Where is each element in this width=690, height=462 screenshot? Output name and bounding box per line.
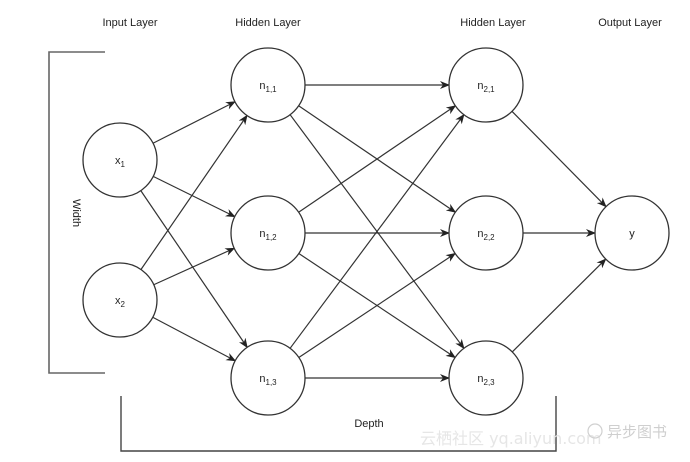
depth-label: Depth [354,418,383,430]
depth-bracket [120,396,557,452]
node-circle [448,340,524,416]
edge-n13-to-n21 [289,113,465,349]
watermark-brand: 异步图书 [587,423,667,441]
node-n12: n1,2 [230,195,306,271]
node-label-subscript: 2,1 [484,85,496,94]
width-bracket [48,51,105,374]
layer-title-output: Output Layer [598,17,662,29]
width-label: Width [70,199,82,227]
edge-x2-to-n12 [153,247,236,286]
node-label-subscript: 1,3 [266,378,278,387]
node-n13: n1,3 [230,340,306,416]
node-label-base: n [477,80,483,92]
edge-n12-to-n21 [298,105,457,213]
node-n23: n2,3 [448,340,524,416]
node-label: x1 [115,155,126,169]
node-label-base: n [259,228,265,240]
node-label: x2 [115,295,126,309]
node-label-subscript: 1,1 [266,85,278,94]
edge-x1-to-n11 [152,101,236,144]
node-circle [448,47,524,123]
node-label-subscript: 1 [121,160,126,169]
node-label: n2,2 [477,228,495,242]
node-n22: n2,2 [448,195,524,271]
node-x2: x2 [82,262,158,338]
edge-x2-to-n11 [140,114,248,270]
node-n21: n2,1 [448,47,524,123]
node-label-base: y [629,228,635,240]
edge-x1-to-n12 [152,175,236,218]
node-x1: x1 [82,122,158,198]
node-y: y [594,195,670,271]
wechat-icon [587,423,603,439]
node-circle [230,340,306,416]
node-label-base: n [477,228,483,240]
node-circle [594,195,670,271]
node-label-base: n [259,80,265,92]
node-label: n1,2 [259,228,277,242]
node-label-base: x [115,295,121,307]
node-label: n2,1 [477,80,495,94]
node-label-subscript: 2,2 [484,233,496,242]
edges [140,81,607,382]
node-label-base: n [477,373,483,385]
watermark-brand-text: 异步图书 [607,423,667,441]
node-label-subscript: 1,2 [266,233,278,242]
edge-x2-to-n13 [152,316,237,362]
edge-x1-to-n13 [140,190,248,349]
layer-title-input: Input Layer [102,17,157,29]
layer-title-hidden-2: Hidden Layer [460,17,526,29]
watermark-site: 云栖社区 yq.aliyun.com [420,429,602,448]
edge-n21-to-y [511,110,607,208]
node-label: y [629,228,635,240]
node-n11: n1,1 [230,47,306,123]
edge-n13-to-n22 [298,252,457,359]
node-circle [82,122,158,198]
node-label: n1,1 [259,80,277,94]
node-label-base: x [115,155,121,167]
edge-n23-to-y [511,258,607,353]
node-label: n1,3 [259,373,277,387]
node-circle [230,47,306,123]
node-circle [82,262,158,338]
layer-title-hidden-1: Hidden Layer [235,17,301,29]
node-label: n2,3 [477,373,495,387]
node-circle [230,195,306,271]
node-circle [448,195,524,271]
node-label-subscript: 2 [121,300,126,309]
node-label-subscript: 2,3 [484,378,496,387]
node-label-base: n [259,373,265,385]
